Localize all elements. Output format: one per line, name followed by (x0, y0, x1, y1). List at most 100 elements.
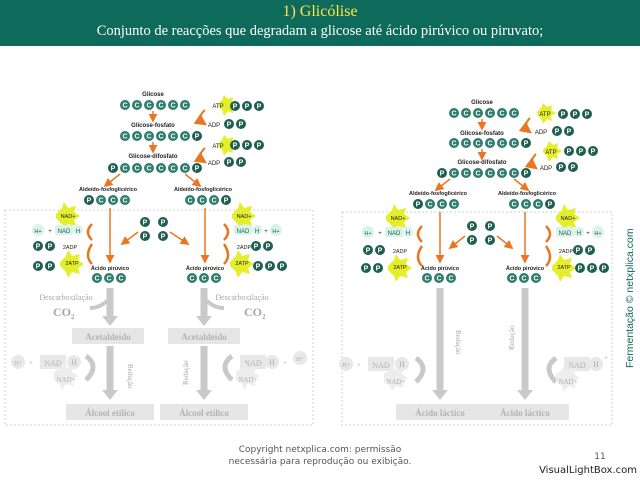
carbon-atom (120, 100, 130, 110)
nad-label: NAD (58, 229, 71, 235)
carbon-label: C (439, 202, 444, 209)
two-atp-label: 2ATP (235, 261, 249, 267)
carbon-label: C (511, 111, 516, 118)
carbon-label: C (487, 111, 492, 118)
phosphate-label: P (590, 266, 595, 273)
slide-subtitle: Conjunto de reacções que degradam a glic… (96, 23, 544, 39)
nad-plus-label: NAD+ (61, 214, 76, 220)
lactic-fermentation-steps: Redução Redução H+ + NAD H NAD+ NAD H + … (339, 288, 608, 420)
phosphate-label: P (280, 264, 285, 271)
phosphate-label: P (364, 266, 369, 273)
phosphate-label: P (245, 104, 250, 111)
carbon-label: C (146, 134, 151, 141)
plus-sign: + (48, 229, 52, 235)
glucose-phosphate-label: Glicose-fosfato (460, 131, 504, 137)
carbon-label: C (134, 166, 139, 173)
carbon-label: C (463, 111, 468, 118)
decarboxylation-label: Descarboxilação (39, 293, 92, 302)
carbon-label: C (94, 276, 99, 283)
nad-label: NAD (388, 231, 401, 237)
decarboxylation-label: Descarboxilação (215, 293, 268, 302)
phosphate-label: P (111, 166, 116, 173)
phosphate-label: P (224, 198, 229, 205)
svg-text:NAD+: NAD+ (56, 376, 75, 384)
nad-plus-label: NAD+ (391, 216, 406, 222)
aldehyde-label: Aldeído-fosfoglicérico (79, 187, 138, 193)
carbon-label: C (499, 171, 504, 178)
pyruvic-label: Ácido pirúvico (421, 265, 460, 272)
carbon-label: C (98, 198, 103, 205)
phosphate-label: P (36, 244, 41, 251)
phosphate-label: P (440, 171, 445, 178)
carbon-label: C (201, 276, 206, 283)
svg-text:H: H (593, 360, 599, 369)
phosphate-label: P (266, 244, 271, 251)
carbon-atom (144, 100, 154, 110)
phosphate-label: P (268, 264, 273, 271)
h-label: H (406, 231, 410, 237)
phosphate-label: P (567, 149, 572, 156)
carbon-label: C (523, 202, 528, 209)
plus-sign: + (586, 231, 590, 237)
two-atp-label: 2ATP (65, 261, 79, 267)
carbon-label: C (424, 276, 429, 283)
carbon-label: C (182, 103, 187, 110)
copyright-notice: Copyright netxplica.com: permissão neces… (200, 444, 440, 468)
acetaldehyde-label: Acetaldeído (181, 332, 227, 342)
phosphate-label: P (524, 141, 529, 148)
reduction-label: Redução (182, 360, 190, 385)
carbon-label: C (122, 134, 127, 141)
carbon-label: C (170, 134, 175, 141)
carbon-atom (132, 100, 142, 110)
carbon-label: C (511, 202, 516, 209)
phosphate-label: P (488, 238, 493, 245)
svg-text:NAD: NAD (244, 359, 262, 368)
phosphate-label: P (591, 149, 596, 156)
acetaldehyde-label: Acetaldeído (85, 332, 131, 342)
aldehyde-label: Aldeído-fosfoglicérico (498, 191, 557, 197)
pyruvic-label: Ácido pirúvico (186, 265, 225, 272)
carbon-label: C (511, 141, 516, 148)
watermark: VisualLightBox.com (539, 465, 637, 476)
carbon-label: C (451, 202, 456, 209)
phosphate-label: P (227, 160, 232, 167)
phosphate-label: P (470, 238, 475, 245)
left-panel-frame (4, 209, 314, 426)
phosphate-label: P (48, 244, 53, 251)
carbon-label: C (110, 198, 115, 205)
carbon-label: C (451, 111, 456, 118)
phosphate-label: P (561, 112, 566, 119)
carbon-label: C (521, 276, 526, 283)
carbon-label: C (187, 198, 192, 205)
carbon-label: C (451, 141, 456, 148)
phosphate-label: P (573, 112, 578, 119)
phosphate-label: P (257, 104, 262, 111)
carbon-label: C (146, 103, 151, 110)
carbon-label: C (475, 171, 480, 178)
phosphate-label: P (567, 129, 572, 136)
free-phosphates: PP PP (140, 217, 168, 241)
energy-star (230, 250, 254, 278)
phosphate-label: P (143, 234, 148, 241)
svg-text:H: H (71, 358, 77, 367)
carbon-label: C (511, 171, 516, 178)
carbon-label: C (189, 276, 194, 283)
phosphate-label: P (257, 143, 262, 150)
h-label: H (255, 229, 259, 235)
energy-star (218, 95, 237, 116)
svg-text:+: + (604, 354, 608, 362)
carbon-label: C (427, 202, 432, 209)
carbon-label: C (182, 134, 187, 141)
free-phosphates: PP PP (467, 221, 495, 245)
carbon-label: C (535, 202, 540, 209)
copyright-line-2: necessária para reprodução ou exibição. (228, 457, 412, 467)
carbon-label: C (170, 166, 175, 173)
phosphate-label: P (559, 165, 564, 172)
phosphate-label: P (576, 248, 581, 255)
side-credit: Fermentação © netxplica.com (624, 228, 636, 368)
phosphate-label: P (254, 244, 259, 251)
carbon-label: C (463, 171, 468, 178)
